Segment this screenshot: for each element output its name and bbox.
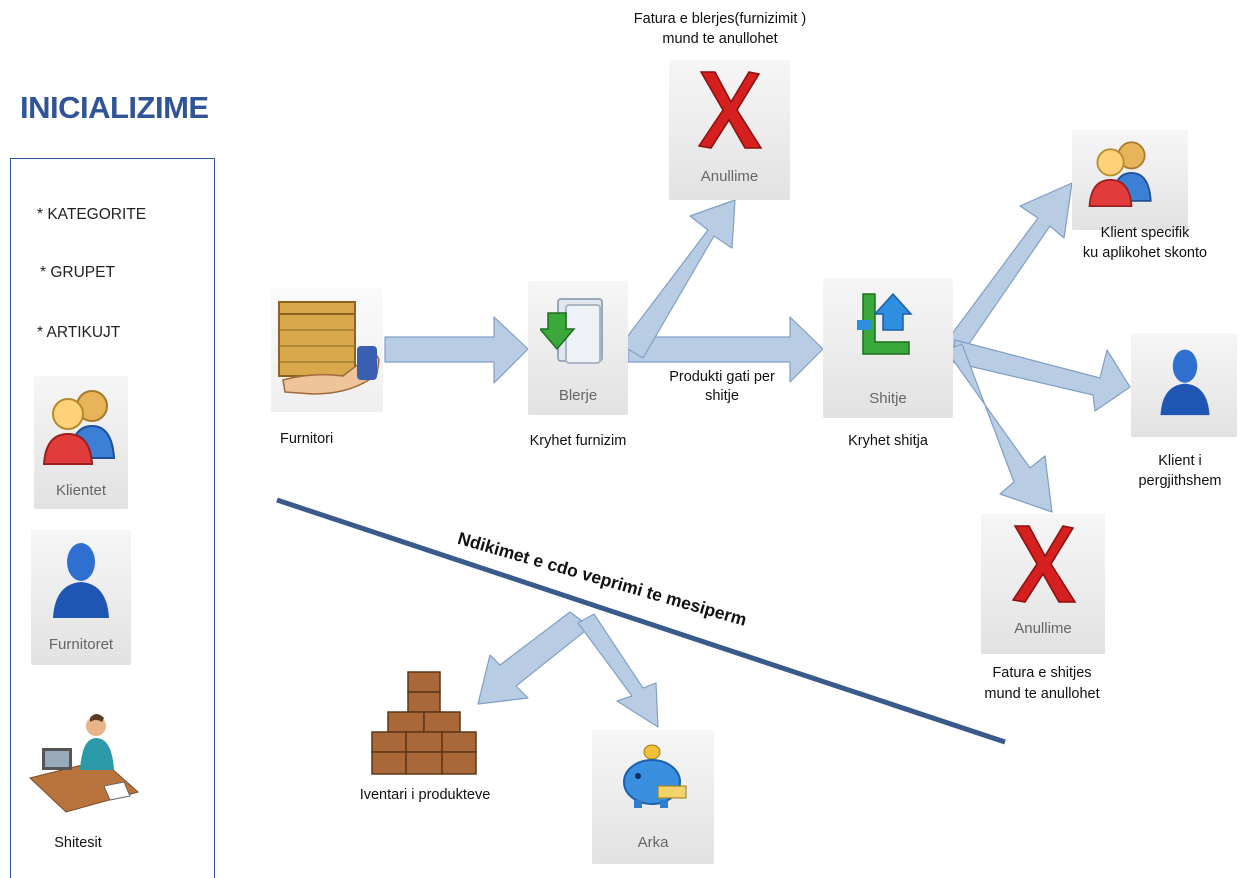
purchase-tile-label: Blerje: [558, 387, 598, 404]
purchase-cancel-note-line1: Fatura e blerjes(furnizimit ): [633, 11, 807, 27]
users-icon: [40, 384, 120, 466]
page-title: INICIALIZIME: [20, 90, 209, 125]
clients-tile-label: Klientet: [55, 482, 107, 499]
ready-for-sale-line1: Produkti gati per: [669, 369, 775, 385]
inventory-label: Iventari i produkteve: [359, 787, 491, 803]
arrow-impact-to-inventory: [477, 611, 591, 705]
sidebar-item-articles[interactable]: * ARTIKUJT: [37, 324, 121, 341]
users-icon: [1086, 136, 1156, 208]
red-x-icon: [695, 70, 765, 150]
sale-cancel-tile[interactable]: Anullime: [981, 514, 1105, 654]
person-at-desk-icon: [22, 708, 140, 826]
clients-tile[interactable]: Klientet: [34, 376, 128, 509]
sale-cancel-note-line2: mund te anullohet: [984, 686, 1100, 702]
sidebar-item-groups[interactable]: * GRUPET: [40, 264, 115, 281]
supplier-label: Furnitori: [280, 431, 334, 447]
arrow-sale-to-general-client: [951, 339, 1131, 412]
sale-label: Kryhet shitja: [848, 433, 928, 449]
arrow-purchase-to-sale: [627, 316, 824, 383]
sellers-label: Shitesit: [54, 835, 102, 851]
cash-tile[interactable]: Arka: [592, 730, 714, 864]
upload-arrows-icon: [853, 290, 923, 366]
arrow-supplier-to-purchase: [384, 316, 529, 384]
stacked-boxes-icon: [368, 668, 480, 778]
general-client-tile[interactable]: [1131, 333, 1237, 437]
purchase-cancel-tile[interactable]: Anullime: [669, 60, 790, 200]
download-folder-icon: [540, 293, 616, 369]
suppliers-tile[interactable]: Furnitoret: [31, 530, 131, 665]
crate-hand-icon: [273, 294, 381, 406]
supplier-node[interactable]: [271, 288, 383, 412]
initialization-panel: [10, 158, 215, 878]
impact-divider-line: [276, 497, 1006, 745]
ready-for-sale-line2: shitje: [705, 388, 739, 404]
specific-client-line1: Klient specifik: [1100, 225, 1190, 241]
purchase-cancel-tile-label: Anullime: [700, 168, 759, 185]
purchase-tile[interactable]: Blerje: [528, 281, 628, 415]
sale-tile[interactable]: Shitje: [823, 278, 953, 418]
arrow-sale-to-cancel: [945, 343, 1053, 513]
specific-client-line2: ku aplikohet skonto: [1082, 245, 1208, 261]
sale-cancel-note-line1: Fatura e shitjes: [992, 665, 1092, 681]
cash-tile-label: Arka: [637, 834, 669, 851]
person-silhouette-icon: [49, 538, 113, 620]
general-client-line1: Klient i: [1158, 453, 1202, 469]
purchase-cancel-note-line2: mund te anullohet: [662, 31, 778, 47]
arrow-impact-to-cash: [577, 613, 659, 728]
specific-client-tile[interactable]: [1072, 130, 1188, 230]
sale-tile-label: Shitje: [869, 390, 907, 407]
arrow-sale-to-specific-client: [945, 182, 1073, 355]
sidebar-item-categories[interactable]: * KATEGORITE: [37, 206, 147, 223]
piggy-bank-icon: [618, 740, 690, 812]
suppliers-tile-label: Furnitoret: [48, 636, 114, 653]
general-client-line2: pergjithshem: [1138, 473, 1222, 489]
sale-cancel-tile-label: Anullime: [1014, 620, 1072, 637]
red-x-icon: [1009, 524, 1079, 604]
person-silhouette-icon: [1157, 343, 1213, 419]
purchase-label: Kryhet furnizim: [529, 433, 627, 449]
arrow-purchase-to-cancel: [620, 199, 736, 359]
